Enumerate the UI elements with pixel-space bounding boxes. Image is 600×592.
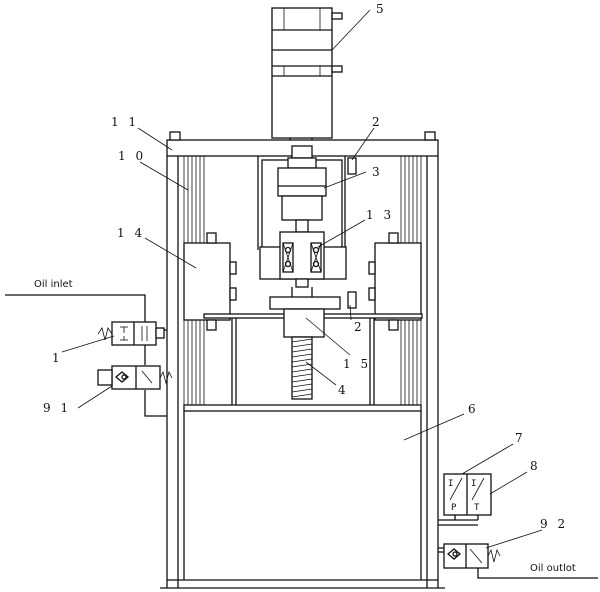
gauge-p: P	[451, 503, 457, 513]
label-91: 9 1	[43, 401, 71, 415]
label-4: 4	[338, 383, 349, 397]
oil-inlet-label: Oil inlet	[34, 279, 73, 290]
flow-labels: Oil inlet Oil outlot	[34, 279, 576, 574]
leader-lines	[61, 9, 543, 549]
label-11: 1 1	[111, 115, 139, 129]
pressure-switch	[438, 473, 492, 526]
label-13: 1 3	[366, 208, 394, 222]
bearing-housing	[259, 231, 347, 288]
valve-91	[97, 365, 173, 390]
label-10: 1 0	[118, 149, 146, 163]
gauge-i-right: I	[471, 479, 476, 489]
label-1: 1	[52, 351, 63, 365]
left-slider-block	[183, 232, 237, 331]
gauge-i-left: I	[448, 479, 453, 489]
label-2-top: 2	[372, 115, 383, 129]
label-6: 6	[468, 402, 479, 416]
valve-1	[97, 321, 165, 346]
motor	[271, 7, 343, 146]
label-5: 5	[376, 2, 387, 16]
gauge-t: T	[474, 503, 480, 513]
label-3: 3	[372, 165, 383, 179]
part-labels: 5 1 1 2 1 0 3 1 3 1 4 2 1 5 4 1 9 1 6 7 …	[43, 2, 568, 531]
label-2-mid: 2	[354, 320, 365, 334]
label-8: 8	[530, 459, 541, 473]
main-frame	[160, 156, 445, 589]
hydraulic-cylinder	[183, 404, 422, 580]
label-15: 1 5	[343, 357, 371, 371]
gauge-symbols: I I P T	[448, 479, 480, 513]
label-92: 9 2	[540, 517, 568, 531]
valve-92	[438, 543, 598, 579]
right-slider-block	[368, 232, 422, 331]
label-7: 7	[515, 431, 526, 445]
label-14: 1 4	[117, 226, 145, 240]
screw-shaft	[291, 336, 313, 400]
oil-outlet-label: Oil outlot	[530, 563, 576, 574]
oil-inlet-pipe	[5, 294, 167, 417]
